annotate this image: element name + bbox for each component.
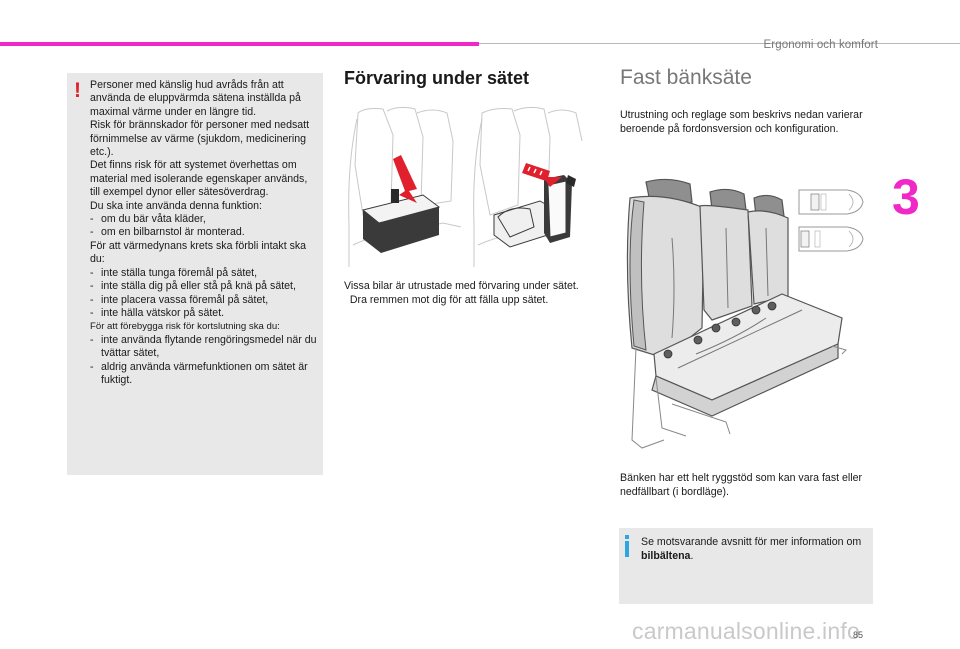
warning-list-item: -inte ställa dig på eller stå på knä på … [90,280,296,293]
warning-list-item-text: inte använda flytande rengöringsmedel nä… [101,333,317,360]
bench-heading: Fast bänksäte [620,66,752,89]
warning-list-item: -aldrig använda värmefunktionen om sätet… [90,360,308,386]
bench-description: Bänken har ett helt ryggstöd som kan var… [620,472,863,498]
info-text-before: Se motsvarande avsnitt för mer informati… [641,536,862,548]
warning-subheading: För att förebygga risk för kortslutning … [90,321,280,333]
warning-list-item: -inte ställa tunga föremål på sätet, [90,266,258,279]
warning-list-item-text: inte hälla vätskor på sätet. [101,306,225,319]
storage-text: Vissa bilar är utrustade med förvaring u… [344,280,589,307]
seat-storage-illustration-closed [343,105,465,268]
warning-list-item: -inte använda flytande rengöringsmedel n… [90,333,317,360]
bench-intro: Utrustning och reglage som beskrivs neda… [620,109,863,135]
van-layout-diagram-bottom [798,226,864,252]
warning-paragraph: Det finns risk för att systemet överhett… [90,159,308,199]
storage-heading: Förvaring under sätet [344,68,530,88]
exclamation-icon: ! [74,79,81,102]
footer-watermark: carmanualsonline.info [632,618,860,644]
chapter-number: 3 [892,169,920,225]
seat-storage-illustration-open [470,105,590,268]
section-title: Ergonomi och komfort [763,39,878,51]
warning-list-item-text: om en bilbarnstol är monterad. [101,226,245,239]
warning-paragraph: Personer med känslig hud avråds från att… [90,79,301,118]
van-layout-diagram-top [798,189,864,215]
bench-seat-illustration [626,178,847,449]
storage-step: Dra remmen mot dig för att fälla upp sät… [344,294,589,308]
info-box: Se motsvarande avsnitt för mer informati… [619,528,873,604]
warning-list-item: -om du bär våta kläder, [90,213,206,226]
warning-list-item: -inte placera vassa föremål på sätet, [90,293,269,306]
warning-list-item: -om en bilbarnstol är monterad. [90,226,245,239]
storage-intro: Vissa bilar är utrustade med förvaring u… [344,280,579,292]
page-number: 85 [853,630,864,640]
warning-list-item-text: inte ställa tunga föremål på sätet, [101,266,258,279]
warning-list-item-text: aldrig använda värmefunktionen om sätet … [101,360,308,386]
warning-box: Personer med känslig hud avråds från att… [67,73,323,475]
warning-paragraph: Du ska inte använda denna funktion: [90,199,262,212]
accent-bar [0,42,479,46]
warning-list-item-text: inte placera vassa föremål på sätet, [101,293,269,306]
warning-paragraph: Risk för brännskador för personer med ne… [90,119,310,159]
warning-paragraph: För att värmedynans krets ska förbli int… [90,239,307,266]
storage-step-text: Dra remmen mot dig för att fälla upp sät… [349,293,549,306]
warning-list-item-text: om du bär våta kläder, [101,213,206,226]
warning-list-item-text: inte ställa dig på eller stå på knä på s… [101,280,296,293]
info-icon [625,535,629,557]
info-text-bold: bilbältena [641,549,691,562]
header-rule [479,43,960,44]
warning-list-item: -inte hälla vätskor på sätet. [90,306,225,319]
info-text-after: . [690,549,694,562]
